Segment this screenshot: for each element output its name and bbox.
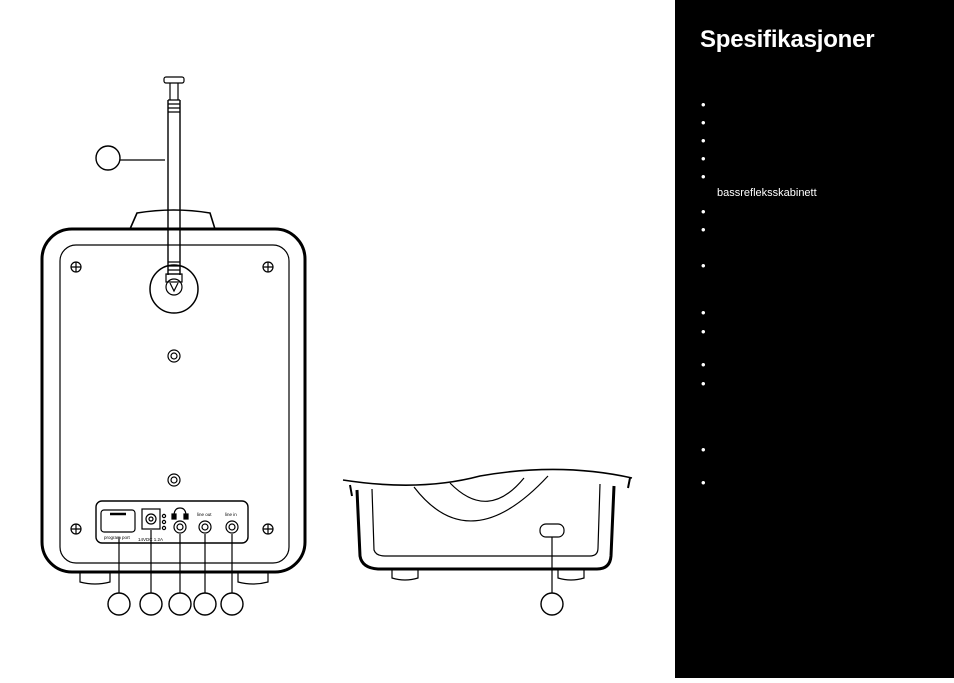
bullet-3: • bbox=[701, 133, 706, 148]
callout-4 bbox=[168, 592, 192, 616]
page-title: Spesifikasjoner bbox=[700, 26, 875, 53]
bullet-2: • bbox=[701, 115, 706, 130]
dc-input bbox=[141, 508, 161, 530]
callout-7 bbox=[540, 592, 564, 616]
screw-icon bbox=[70, 523, 82, 535]
rear-panel bbox=[59, 244, 290, 564]
spec-panel: Spesifikasjoner • • • • • bassrefleksska… bbox=[675, 0, 954, 678]
mount-hole bbox=[167, 473, 181, 487]
foot-left bbox=[391, 569, 419, 581]
dc-rating-label: 14VDC 1.2A bbox=[138, 537, 163, 542]
callout-1 bbox=[95, 145, 121, 171]
bullet-8: • bbox=[701, 258, 706, 273]
bullet-6: • bbox=[701, 204, 706, 219]
antenna-icon bbox=[163, 76, 185, 283]
screw-icon bbox=[70, 261, 82, 273]
bullet-13: • bbox=[701, 442, 706, 457]
callout-2 bbox=[107, 592, 131, 616]
bullet-4: • bbox=[701, 151, 706, 166]
line-in-jack bbox=[225, 520, 239, 534]
note-bassreflex: bassrefleksskabinett bbox=[717, 187, 817, 199]
line-out-label: line out bbox=[197, 512, 212, 517]
program-port-label: program port bbox=[104, 535, 131, 540]
bullet-14: • bbox=[701, 475, 706, 490]
handle bbox=[129, 209, 216, 230]
mount-hole bbox=[167, 349, 181, 363]
side-cabinet bbox=[355, 485, 616, 571]
bullet-7: • bbox=[701, 222, 706, 237]
screw-icon bbox=[262, 261, 274, 273]
power-switch bbox=[539, 523, 565, 538]
line-out-jack bbox=[198, 520, 212, 534]
cut-line bbox=[342, 468, 633, 486]
bullet-11: • bbox=[701, 357, 706, 372]
rear-cabinet bbox=[40, 227, 307, 574]
line-in-label: line in bbox=[225, 512, 237, 517]
bullet-1: • bbox=[701, 97, 706, 112]
bullet-12: • bbox=[701, 376, 706, 391]
diagram-svg: program port 14VDC 1.2A line out line in bbox=[40, 76, 633, 616]
program-port bbox=[100, 509, 136, 533]
connector-strip bbox=[95, 500, 249, 544]
antenna-base bbox=[149, 264, 199, 314]
bullet-5: • bbox=[701, 169, 706, 184]
bullet-10: • bbox=[701, 324, 706, 339]
speaker-arc bbox=[413, 475, 549, 522]
screw-icon bbox=[262, 523, 274, 535]
foot-right bbox=[237, 572, 269, 585]
callout-3 bbox=[139, 592, 163, 616]
bullet-9: • bbox=[701, 305, 706, 320]
side-panel bbox=[371, 483, 601, 557]
foot-left bbox=[79, 572, 111, 585]
callout-5 bbox=[193, 592, 217, 616]
callout-6 bbox=[220, 592, 244, 616]
product-diagram: program port 14VDC 1.2A line out line in bbox=[40, 76, 633, 616]
headphone-icon bbox=[173, 507, 187, 517]
foot-right bbox=[557, 569, 585, 581]
